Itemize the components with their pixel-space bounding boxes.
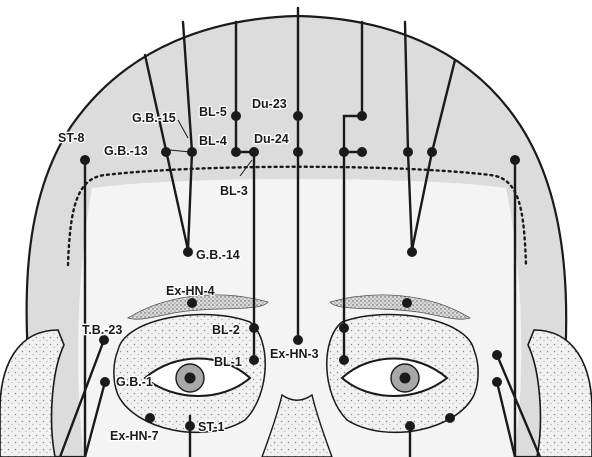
label-gb1: G.B.-1 <box>116 375 153 389</box>
label-exhn7: Ex-HN-7 <box>110 429 159 443</box>
label-du24: Du-24 <box>254 132 289 146</box>
label-bl3: BL-3 <box>220 184 248 198</box>
right-pupil <box>400 373 411 384</box>
label-exhn4: Ex-HN-4 <box>166 284 215 298</box>
label-bl5: BL-5 <box>199 105 227 119</box>
label-gb15: G.B.-15 <box>132 111 176 125</box>
label-du23: Du-23 <box>252 97 287 111</box>
label-bl2: BL-2 <box>212 323 240 337</box>
label-exhn3: Ex-HN-3 <box>270 347 319 361</box>
label-tb23: T.B.-23 <box>82 323 122 337</box>
left-pupil <box>185 373 196 384</box>
label-bl1: BL-1 <box>214 355 242 369</box>
label-st8: ST-8 <box>58 131 84 145</box>
label-gb14: G.B.-14 <box>196 248 240 262</box>
label-bl4: BL-4 <box>199 134 227 148</box>
label-gb13: G.B.-13 <box>104 144 148 158</box>
label-st1: ST-1 <box>198 420 224 434</box>
